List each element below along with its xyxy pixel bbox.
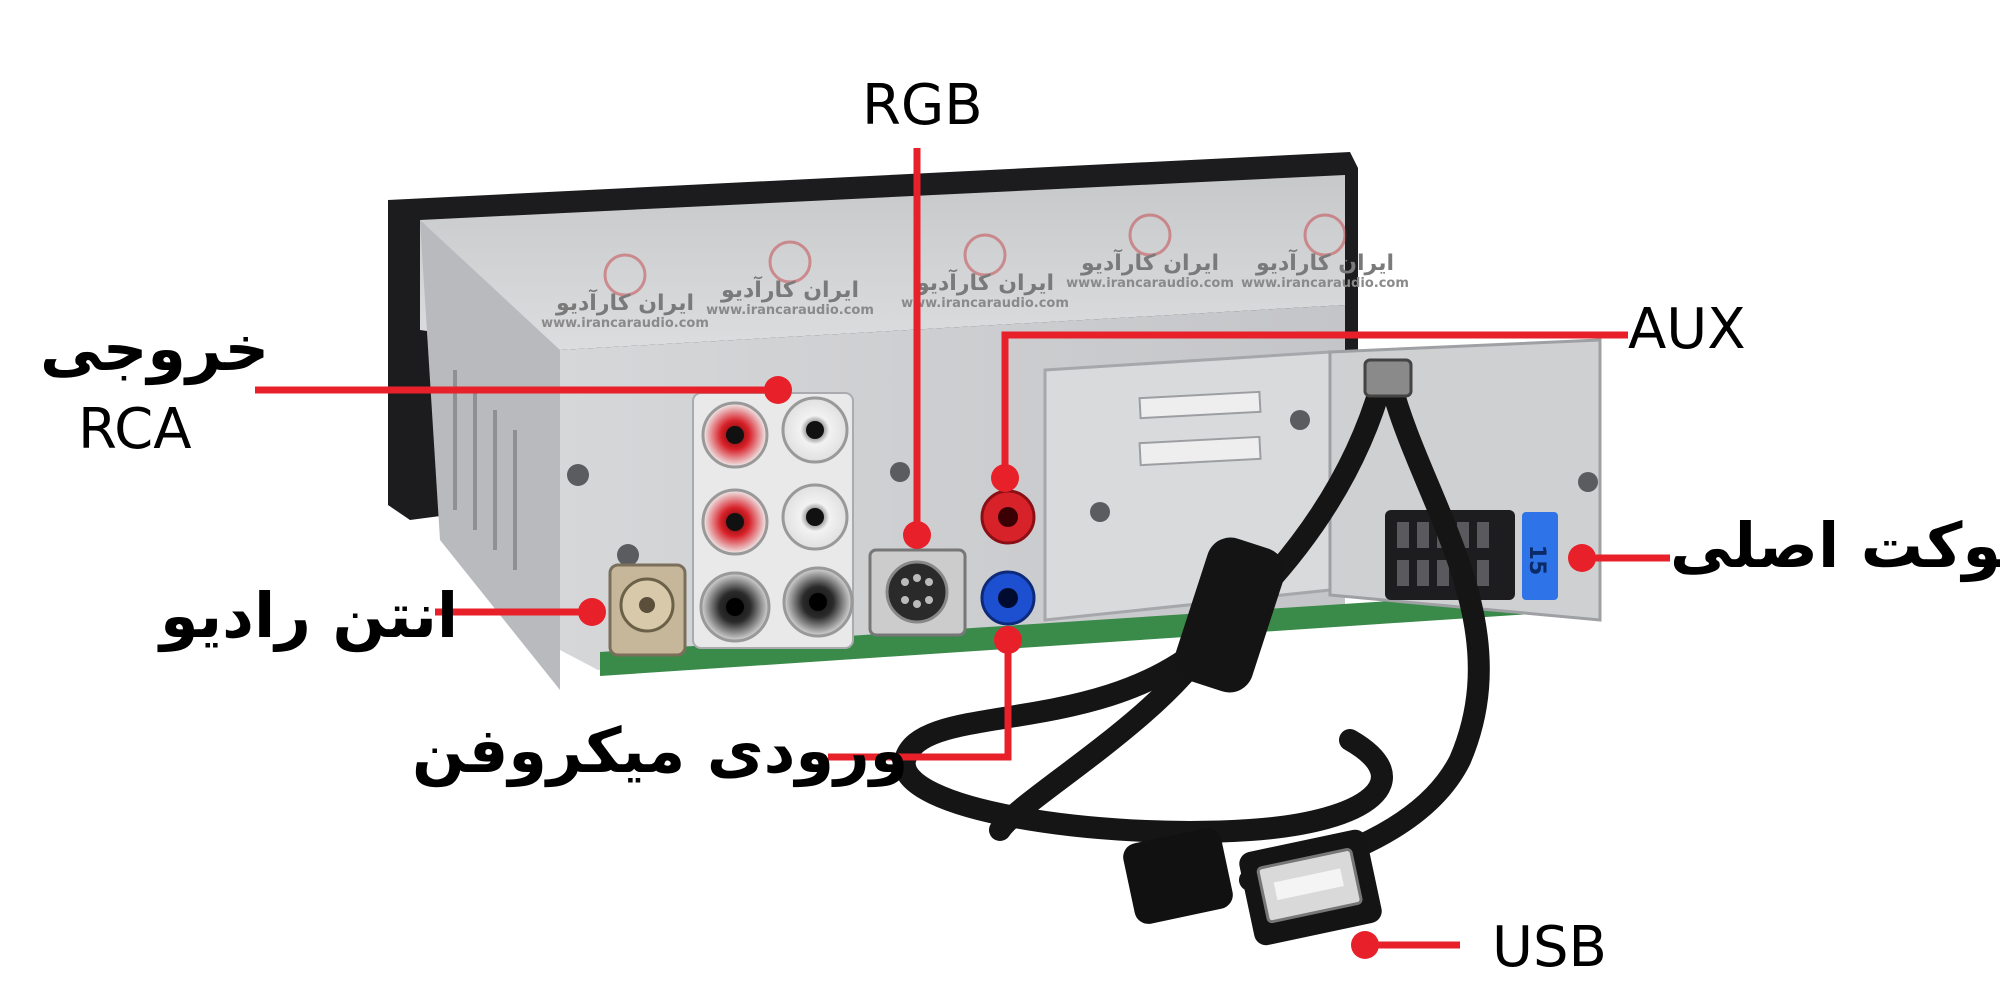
rca-jack-black-1 <box>699 571 771 643</box>
mic-jack <box>980 570 1036 626</box>
rca-jack-block <box>692 392 854 649</box>
chassis-bracket <box>1043 350 1332 622</box>
usb-cap <box>1123 828 1233 924</box>
aux-jack <box>980 489 1036 545</box>
watermark-url-text: www.irancaraudio.com <box>1066 276 1234 291</box>
watermark-brand-text: ایران کارآدیو <box>915 268 1054 296</box>
label-rca: RCA <box>78 397 192 462</box>
watermark-url-text: www.irancaraudio.com <box>1241 276 1409 291</box>
label-rgb: RGB <box>862 73 983 138</box>
watermark-url-text: www.irancaraudio.com <box>901 296 1069 311</box>
label-main-socket: سوکت اصلی <box>1670 509 2000 582</box>
watermark-url-text: www.irancaraudio.com <box>541 316 709 331</box>
cable-clamp <box>1363 358 1413 398</box>
chassis-top <box>420 175 1345 350</box>
fuse-rating-text: 15 <box>1524 545 1549 576</box>
leader-lines <box>255 148 1670 949</box>
watermark-url-text: www.irancaraudio.com <box>706 303 874 318</box>
chassis-side <box>420 220 560 690</box>
label-aux: AUX <box>1628 297 1746 362</box>
watermark-brand-text: ایران کارآدیو <box>720 275 859 303</box>
ferrite-core <box>1175 537 1285 693</box>
pcb-strip <box>600 590 1560 676</box>
label-rca-output: خروجی <box>40 312 270 385</box>
leader-dots <box>578 376 1596 959</box>
label-usb: USB <box>1492 915 1607 980</box>
rca-jack-black-2 <box>782 566 854 638</box>
rgb-port <box>868 548 967 637</box>
label-mic-input: ورودی میکروفن <box>412 714 909 787</box>
rca-jack-white-2 <box>781 483 849 551</box>
screws <box>567 410 1598 566</box>
rca-jack-red-2 <box>701 488 769 556</box>
rca-jack-white-1 <box>781 396 849 464</box>
usb-connector <box>1239 829 1382 946</box>
antenna-socket <box>608 563 687 657</box>
label-radio-antenna: انتن رادیو <box>160 579 459 652</box>
watermark-brand-text: ایران کارآدیو <box>555 288 694 316</box>
fuse <box>1522 512 1558 600</box>
rca-jack-red-1 <box>701 401 769 469</box>
watermark-text-group: ایران کارآدیو www.irancaraudio.com ایران… <box>541 248 1409 331</box>
watermark-logos <box>603 213 1347 297</box>
watermark-brand-text: ایران کارآدیو <box>1080 248 1219 276</box>
watermark-brand-text: ایران کارآدیو <box>1255 248 1394 276</box>
